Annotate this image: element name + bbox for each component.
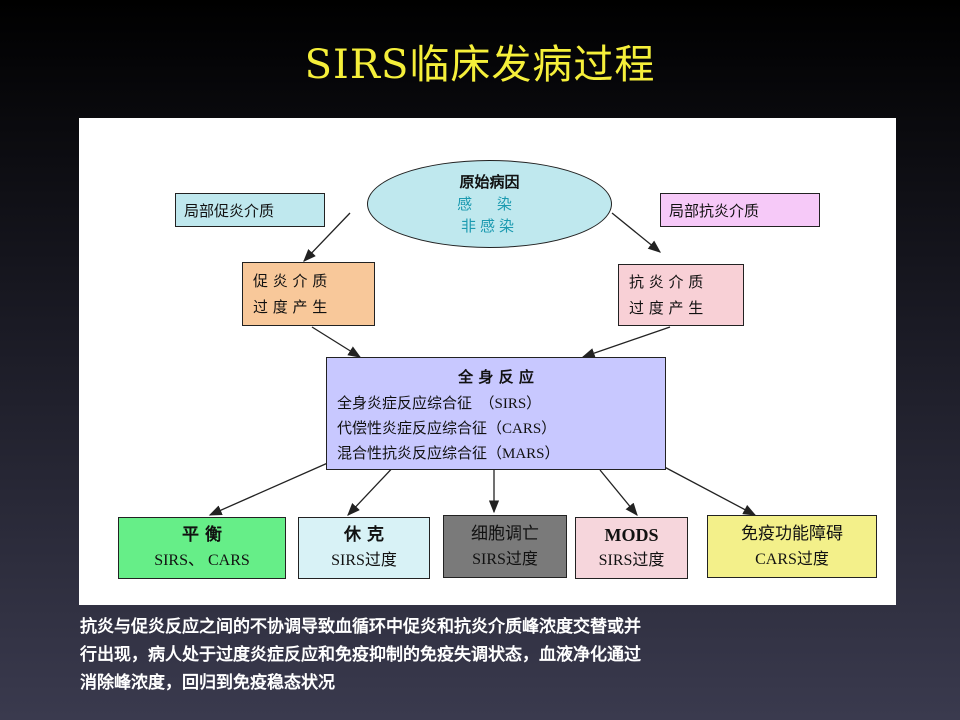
systemic-sirs: 全身炎症反应综合征 （SIRS） bbox=[337, 396, 542, 412]
caption-line-1: 抗炎与促炎反应之间的不协调导致血循环中促炎和抗炎介质峰浓度交替或并 bbox=[80, 617, 641, 637]
caption-line-3: 消除峰浓度，回归到免疫稳态状况 bbox=[80, 673, 335, 693]
outcome-mods-sub: SIRS过度 bbox=[598, 552, 665, 569]
outcome-apoptosis: 细胞调亡 SIRS过度 bbox=[443, 515, 567, 578]
outcome-shock-sub: SIRS过度 bbox=[331, 552, 397, 569]
outcome-shock: 休 克 SIRS过度 bbox=[298, 517, 430, 579]
arrow-cause-to-anti bbox=[611, 212, 662, 253]
outcome-immune-sub: CARS过度 bbox=[755, 550, 829, 568]
arrow-to-mods bbox=[599, 469, 638, 517]
cause-infection: 感 染 bbox=[457, 195, 522, 213]
arrow-pro-to-systemic bbox=[311, 326, 362, 358]
systemic-cars: 代偿性炎症反应综合征（CARS） bbox=[337, 421, 557, 437]
anti-excess-line2: 过 度 产 生 bbox=[629, 299, 704, 317]
local-pro-inflammatory-box: 局部促炎介质 bbox=[175, 193, 325, 227]
caption-line-2: 行出现，病人处于过度炎症反应和免疫抑制的免疫失调状态，血液净化通过 bbox=[80, 645, 641, 665]
slide-caption: 抗炎与促炎反应之间的不协调导致血循环中促炎和抗炎介质峰浓度交替或并 行出现，病人… bbox=[80, 613, 900, 697]
arrow-anti-to-systemic bbox=[581, 326, 671, 359]
arrow-to-balance bbox=[208, 461, 331, 516]
outcome-apoptosis-sub: SIRS过度 bbox=[472, 550, 538, 568]
outcome-apoptosis-title: 细胞调亡 bbox=[471, 523, 539, 544]
outcome-balance: 平 衡 SIRS、 CARS bbox=[118, 517, 286, 579]
anti-excess-box: 抗 炎 介 质 过 度 产 生 bbox=[618, 264, 744, 326]
anti-excess-line1: 抗 炎 介 质 bbox=[629, 273, 704, 291]
systemic-heading: 全 身 反 应 bbox=[458, 368, 534, 386]
slide-title: SIRS临床发病过程 bbox=[304, 42, 656, 88]
cause-ellipse: 原始病因 感 染 非感染 bbox=[367, 160, 612, 248]
local-pro-inflammatory-label: 局部促炎介质 bbox=[184, 201, 275, 220]
arrow-to-shock bbox=[347, 461, 399, 516]
outcome-balance-sub: SIRS、 CARS bbox=[154, 552, 250, 569]
pro-excess-box: 促 炎 介 质 过 度 产 生 bbox=[242, 262, 375, 326]
systemic-mars: 混合性抗炎反应综合征（MARS） bbox=[337, 446, 560, 462]
arrow-cause-to-pro bbox=[303, 212, 351, 262]
pro-excess-line2: 过 度 产 生 bbox=[253, 298, 328, 316]
outcome-balance-title: 平 衡 bbox=[182, 525, 222, 545]
cause-title: 原始病因 bbox=[459, 173, 520, 191]
outcome-immune-dysfunction: 免疫功能障碍 CARS过度 bbox=[707, 515, 877, 578]
local-anti-inflammatory-label: 局部抗炎介质 bbox=[669, 201, 760, 220]
outcome-mods-title: MODS bbox=[604, 525, 659, 545]
arrow-to-immune bbox=[654, 461, 757, 516]
pro-excess-line1: 促 炎 介 质 bbox=[253, 272, 328, 290]
cause-non-infection: 非感染 bbox=[460, 217, 518, 235]
outcome-immune-title: 免疫功能障碍 bbox=[741, 523, 843, 544]
local-anti-inflammatory-box: 局部抗炎介质 bbox=[660, 193, 820, 227]
outcome-shock-title: 休 克 bbox=[344, 525, 384, 545]
systemic-response-box: 全 身 反 应 全身炎症反应综合征 （SIRS） 代偿性炎症反应综合征（CARS… bbox=[326, 357, 666, 470]
outcome-mods: MODS SIRS过度 bbox=[575, 517, 688, 579]
